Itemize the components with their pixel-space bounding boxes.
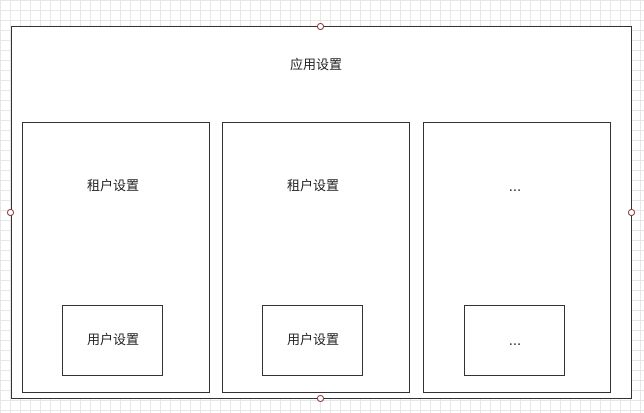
resize-handle-bottom[interactable]	[317, 395, 324, 402]
app-settings-label: 应用设置	[289, 58, 343, 73]
user-settings-box-2[interactable]	[262, 305, 363, 376]
resize-handle-top[interactable]	[317, 23, 324, 30]
user-settings-label-2: 用户设置	[286, 333, 340, 348]
more-users-label: ...	[508, 334, 522, 349]
tenant-settings-label-1: 租户设置	[86, 179, 140, 194]
resize-handle-right[interactable]	[628, 209, 635, 216]
resize-handle-left[interactable]	[7, 209, 14, 216]
user-settings-box-1[interactable]	[62, 305, 163, 376]
tenant-settings-label-2: 租户设置	[286, 179, 340, 194]
more-tenants-label: ...	[508, 180, 522, 195]
more-users-box[interactable]	[464, 305, 565, 376]
user-settings-label-1: 用户设置	[86, 333, 140, 348]
